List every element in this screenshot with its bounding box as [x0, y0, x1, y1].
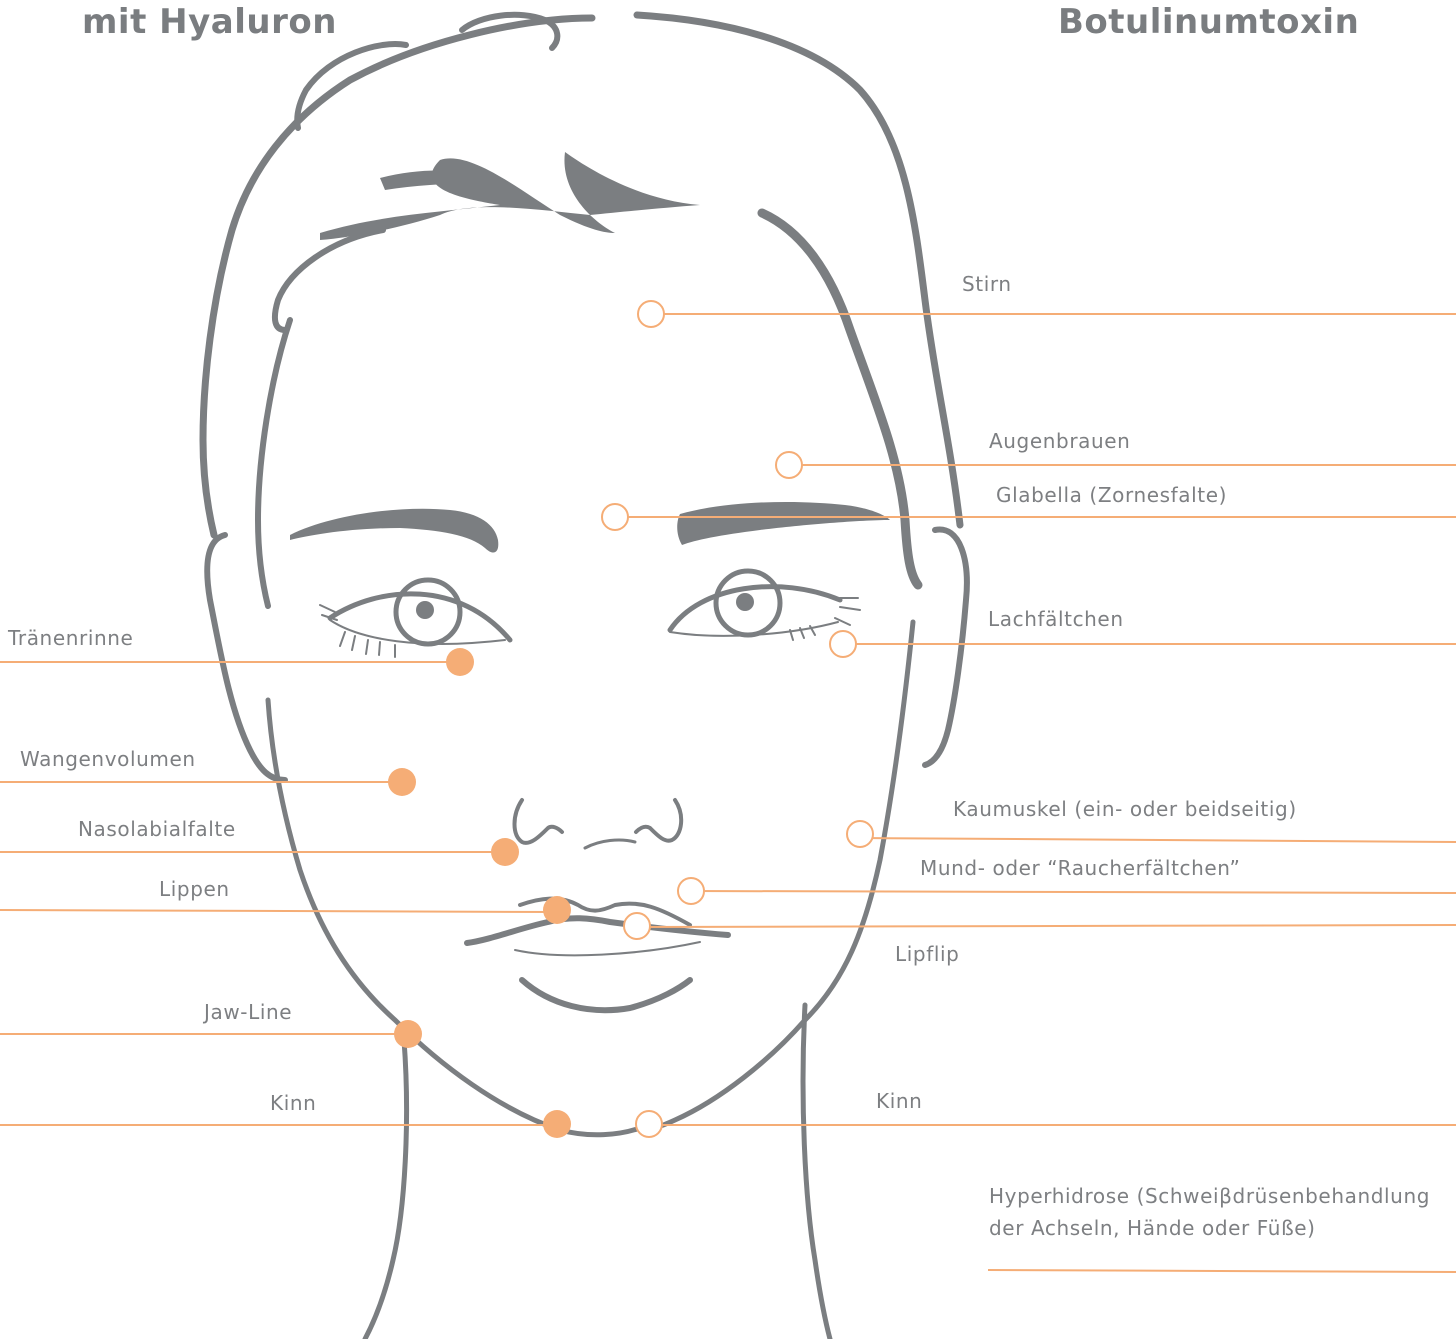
hyaluron-marker-traenenrinne [446, 648, 474, 676]
label-raucherfaeltchen: Mund- oder “Raucherfältchen” [920, 856, 1240, 880]
botox-marker-stirn [638, 301, 664, 327]
botox-marker-kinn-botox [636, 1111, 662, 1137]
label-stirn: Stirn [962, 272, 1012, 296]
botox-marker-kaumuskel [847, 821, 873, 847]
hyaluron-marker-jaw-line [394, 1020, 422, 1048]
heading-hyaluron: mit Hyaluron [82, 2, 337, 42]
hyaluron-marker-nasolabialfalte [491, 838, 519, 866]
label-lipflip: Lipflip [895, 942, 959, 966]
leader-line-kaumuskel [860, 838, 1456, 842]
hyaluron-marker-lippen [543, 896, 571, 924]
hyaluron-marker-wangenvolumen [388, 768, 416, 796]
botox-marker-lipflip [624, 913, 650, 939]
label-kinn-botox: Kinn [876, 1089, 922, 1113]
label-kaumuskel: Kaumuskel (ein- oder beidseitig) [953, 797, 1297, 821]
label-traenenrinne: Tränenrinne [8, 626, 133, 650]
label-wangenvolumen: Wangenvolumen [20, 747, 196, 771]
botox-marker-glabella [602, 504, 628, 530]
leader-line-raucherfaeltchen [691, 891, 1456, 893]
botox-marker-augenbrauen [776, 452, 802, 478]
leader-line-hyperhidrose [988, 1270, 1456, 1272]
label-hyperhidrose-line2: der Achseln, Hände oder Füße) [989, 1212, 1316, 1244]
label-lachfaeltchen: Lachfältchen [988, 607, 1124, 631]
botox-marker-raucherfaeltchen [678, 878, 704, 904]
label-hyperhidrose-line1: Hyperhidrose (Schweiβdrüsenbehandlung [989, 1180, 1430, 1212]
leader-line-lipflip [637, 925, 1456, 927]
label-lippen: Lippen [159, 877, 230, 901]
heading-botulinumtoxin: Botulinumtoxin [1058, 2, 1359, 42]
botox-marker-lachfaeltchen [830, 631, 856, 657]
label-nasolabialfalte: Nasolabialfalte [78, 817, 236, 841]
label-augenbrauen: Augenbrauen [989, 429, 1130, 453]
hyaluron-marker-kinn-hyaluron [543, 1110, 571, 1138]
leader-line-lippen [0, 910, 557, 912]
label-glabella: Glabella (Zornesfalte) [996, 483, 1227, 507]
label-kinn-hyaluron: Kinn [270, 1091, 316, 1115]
label-jaw-line: Jaw-Line [204, 1000, 292, 1024]
